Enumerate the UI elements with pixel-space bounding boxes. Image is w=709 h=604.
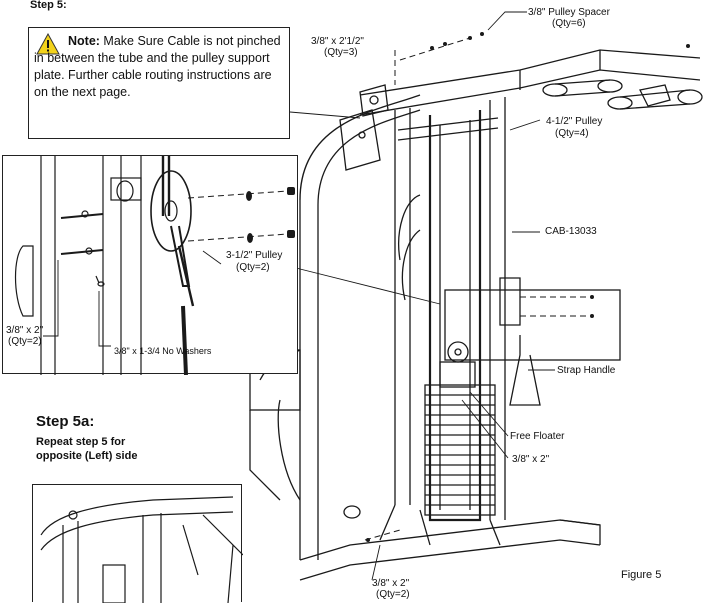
callout-bolt-2-left-qty: (Qty=2) (8, 336, 42, 347)
callout-free-floater: Free Floater (510, 431, 565, 442)
callout-pulley-4-5-qty: (Qty=4) (555, 128, 589, 139)
right-upright (489, 97, 506, 520)
note-box (28, 27, 290, 139)
step-5a-line1: Repeat step 5 for (36, 436, 126, 448)
note-label: Note: (68, 34, 100, 48)
bottom-inset (32, 484, 243, 603)
pulley-wheel (150, 170, 192, 252)
callout-pulley-3-5: 3-1/2" Pulley (226, 250, 283, 261)
callout-strap-handle: Strap Handle (557, 365, 616, 376)
stack-pulley (447, 341, 469, 363)
warning-icon (36, 33, 60, 55)
callout-bolt-2-bottom: 3/8" x 2" (372, 578, 410, 589)
callout-bolt-2-bottom-qty: (Qty=2) (376, 589, 410, 600)
callout-pulley-spacer: 3/8" Pulley Spacer (528, 7, 610, 18)
top-beam-upper (359, 49, 701, 96)
callout-bolt-2-left: 3/8" x 2" (6, 325, 44, 336)
callout-bolt-2-mid: 3/8" x 2" (512, 454, 550, 465)
cable-loop (428, 110, 482, 522)
bottom-inset-drawing (40, 496, 243, 603)
bar-end-2 (607, 96, 633, 110)
step-header-partial: Step 5: (30, 0, 67, 11)
left-upright (394, 108, 411, 505)
callout-cable: CAB-13033 (545, 226, 597, 237)
weight-stack (424, 384, 496, 516)
callout-pulley-spacer-qty: (Qty=6) (552, 18, 586, 29)
bar-end-1 (542, 83, 568, 97)
note-text: Note: Make Sure Cable is not pinched in … (34, 33, 286, 101)
callout-bolt-2-5-qty: (Qty=3) (324, 47, 358, 58)
step-5a-line2: opposite (Left) side (36, 450, 138, 462)
step-5a-text: Repeat step 5 for opposite (Left) side (36, 435, 137, 463)
detail-inset (2, 155, 298, 375)
callout-bolt-2-5: 3/8" x 2'1/2" (311, 36, 364, 47)
step-5a-title: Step 5a: (36, 413, 95, 430)
detail-drawing (14, 156, 295, 375)
callout-bolt-no-washers: 3/8" x 1-3/4 No Washers (114, 346, 212, 356)
detail-bracket (444, 289, 621, 361)
strap-handle-shape (509, 335, 541, 406)
figure-label: Figure 5 (621, 569, 662, 581)
top-beam-lower (359, 69, 701, 116)
callout-pulley-4-5: 4-1/2" Pulley (546, 116, 603, 127)
note-body: Make Sure Cable is not pinched in betwee… (34, 34, 281, 99)
callout-pulley-3-5-qty: (Qty=2) (236, 262, 270, 273)
